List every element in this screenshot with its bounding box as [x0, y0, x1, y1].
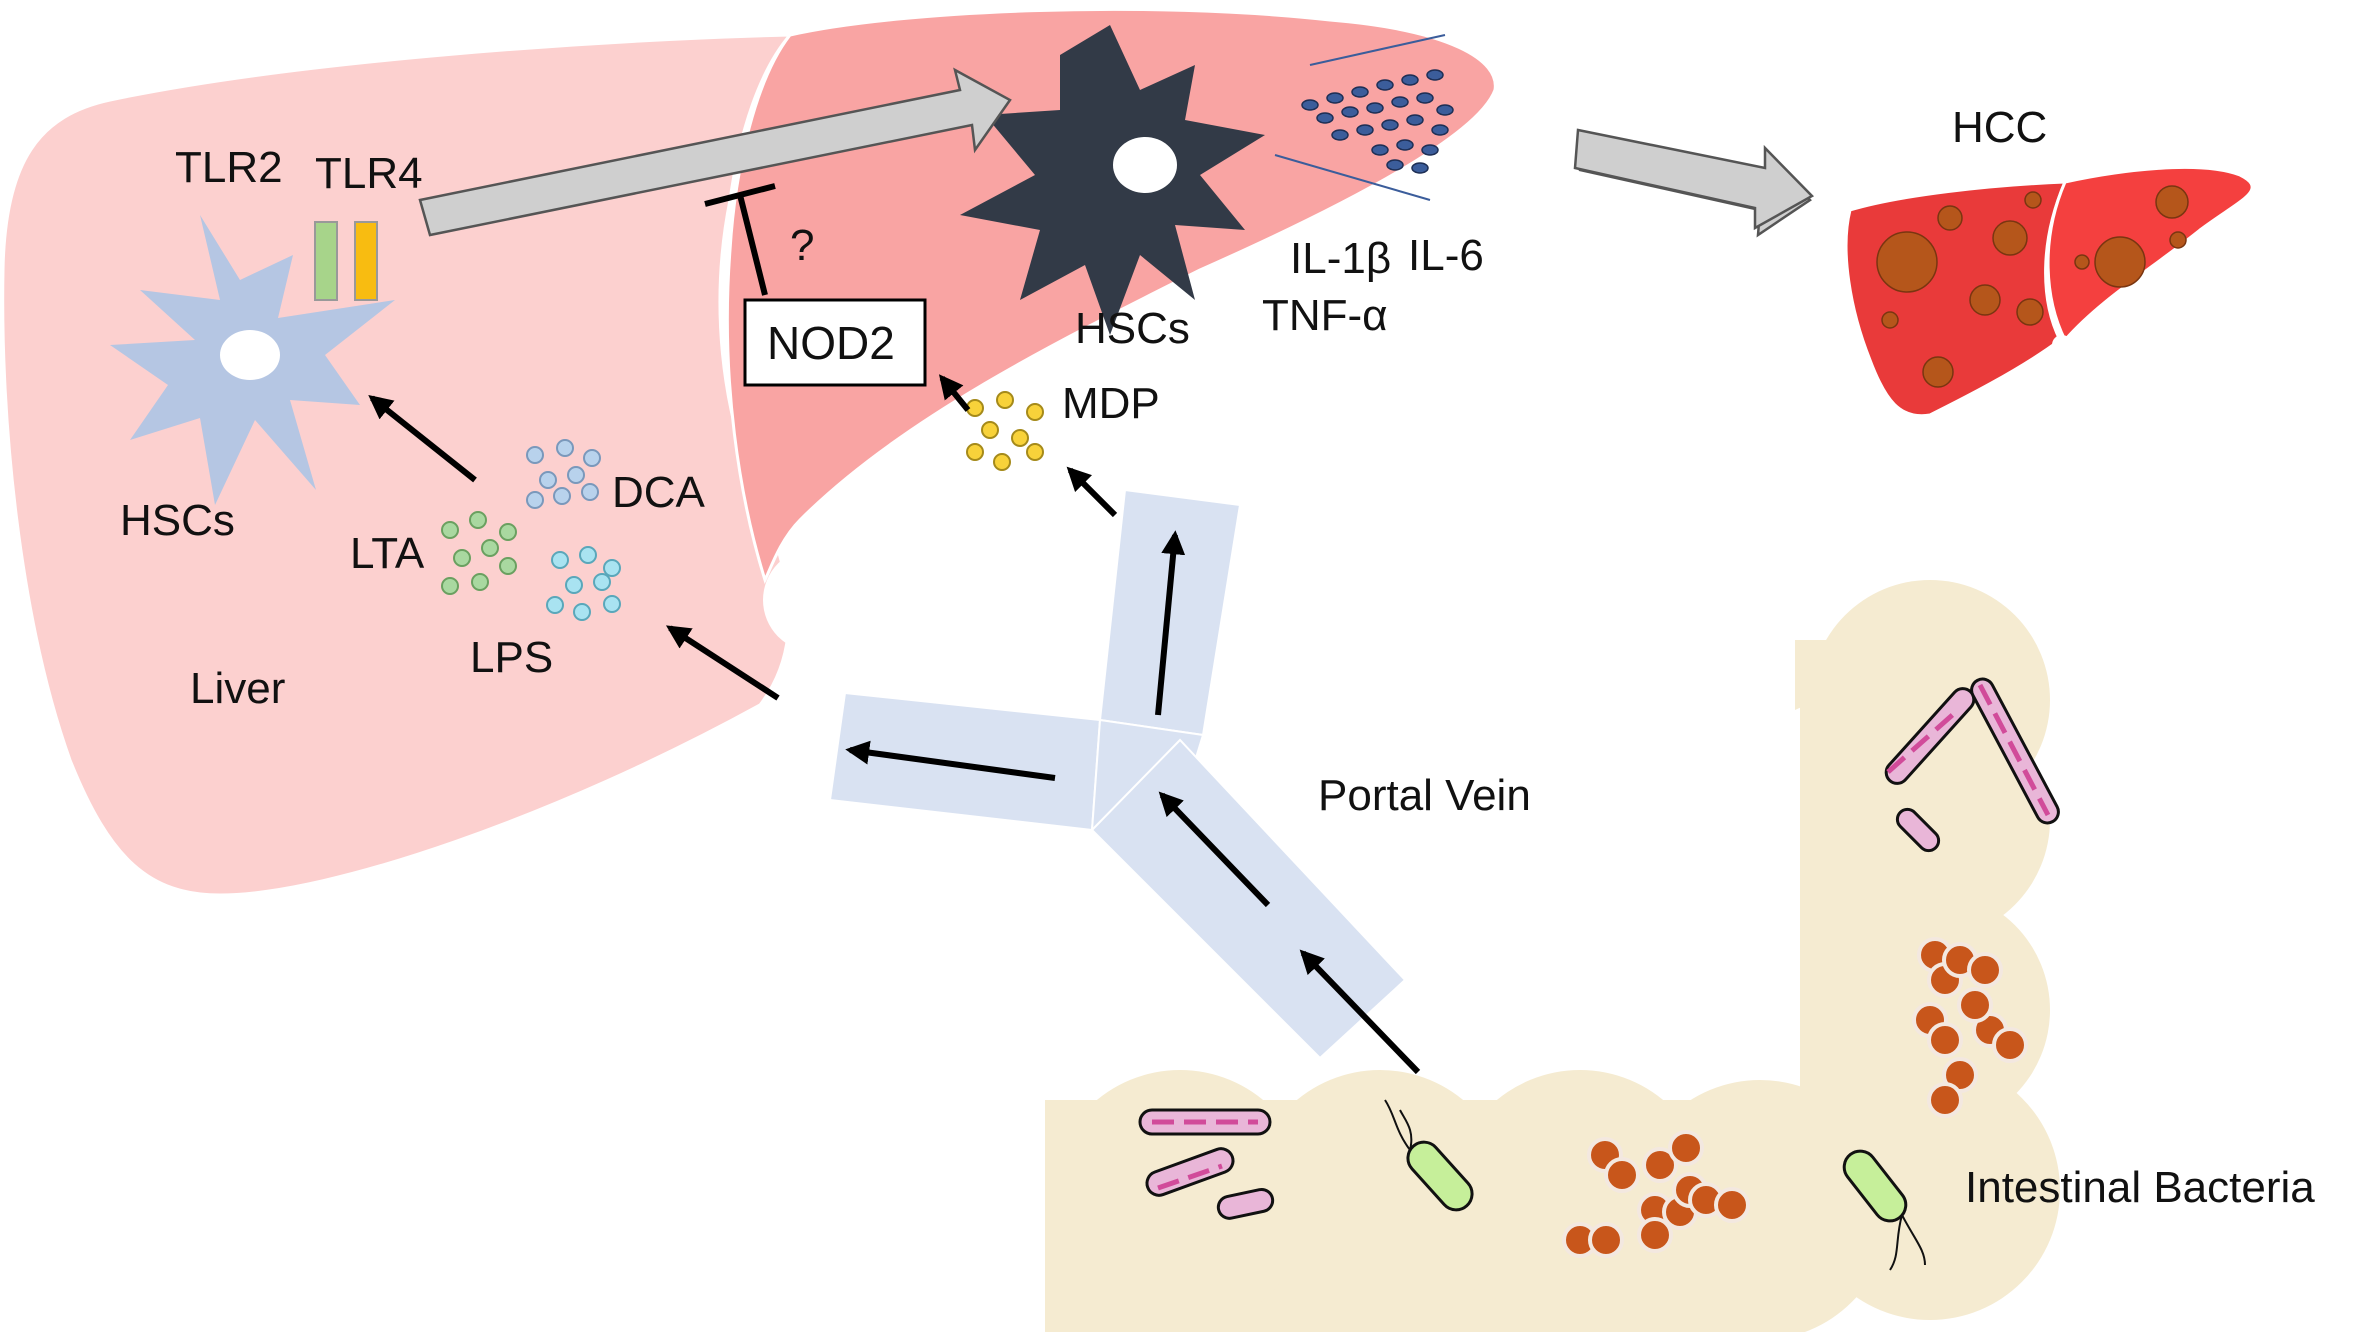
label-liver: Liver: [190, 664, 285, 713]
mdp-particles: [966, 391, 1044, 471]
hcc-liver: [1844, 165, 2254, 418]
pink-rod-stripes: [1152, 683, 2051, 1191]
label-hscs-quiescent: HSCs: [120, 496, 235, 545]
quiescent-hsc-nucleus: [220, 330, 280, 380]
label-lta: LTA: [350, 529, 425, 578]
tlr2-receptor: [314, 221, 338, 301]
cytokine-release-line-top: [1309, 34, 1446, 66]
lps-particles: [546, 546, 621, 621]
inhibition-line: [737, 194, 768, 296]
label-il6: IL-6: [1408, 231, 1484, 280]
tumor-nodules: [1876, 185, 2189, 388]
hcc-liver-notch: [2052, 335, 2072, 355]
block-arrow-icon: [418, 67, 1012, 237]
arrow-vein-upper: [1155, 530, 1186, 716]
label-hcc: HCC: [1952, 103, 2047, 152]
label-tlr2: TLR2: [175, 143, 283, 192]
label-dca: DCA: [612, 468, 706, 517]
block-arrow-activation: [418, 67, 1012, 237]
label-intestinal-bacteria: Intestinal Bacteria: [1965, 1163, 2315, 1212]
activated-hsc: [960, 25, 1454, 335]
lta-particles: [441, 511, 517, 595]
label-question: ?: [790, 221, 814, 270]
inhibition-bar-icon: [704, 183, 776, 207]
liver-left-lobe: [1, 33, 794, 897]
bacteria: [1138, 677, 2060, 1271]
arrow-vein-center: [1158, 791, 1271, 908]
arrow-to-lps: [665, 625, 780, 701]
arrow-vein-left: [845, 740, 1056, 781]
block-arrow-hcc: [1573, 128, 1815, 238]
label-nod2: NOD2: [767, 317, 895, 369]
label-tlr4: TLR4: [315, 149, 423, 198]
green-rod-bacteria: [1406, 1140, 1908, 1223]
label-mdp: MDP: [1062, 379, 1160, 428]
arrow-from-gut: [1299, 949, 1421, 1075]
cocci-bacteria: [1562, 937, 2028, 1258]
portal-vein-left-branch: [828, 691, 1102, 832]
arrow-to-quiescent-hsc: [368, 395, 477, 483]
nod2-inhibition: [704, 183, 776, 296]
label-lps: LPS: [470, 633, 553, 682]
intestine: [1045, 580, 2060, 1332]
arrow-to-nod2: [938, 374, 971, 412]
activated-hsc-star-icon: [960, 25, 1265, 335]
arrow-to-mdp: [1066, 466, 1118, 518]
hcc-liver-right-lobe: [2046, 165, 2254, 343]
label-il1b: IL-1β: [1290, 234, 1391, 283]
flagella: [1384, 1099, 1926, 1271]
flow-arrows: [368, 374, 1421, 1075]
quiescent-hsc: [110, 215, 395, 505]
dca-particles: [526, 439, 601, 509]
nod2-box: [743, 298, 927, 387]
liver-hilum-notch: [763, 548, 867, 652]
cytokine-particles: [1301, 69, 1454, 174]
tlr4-receptor: [354, 221, 378, 301]
label-tnfa: TNF-α: [1262, 291, 1388, 340]
cytokine-release-line-bottom: [1274, 154, 1431, 201]
label-portal-vein: Portal Vein: [1318, 771, 1531, 820]
activated-hsc-nucleus: [1113, 137, 1177, 193]
label-hscs-activated: HSCs: [1075, 304, 1190, 353]
